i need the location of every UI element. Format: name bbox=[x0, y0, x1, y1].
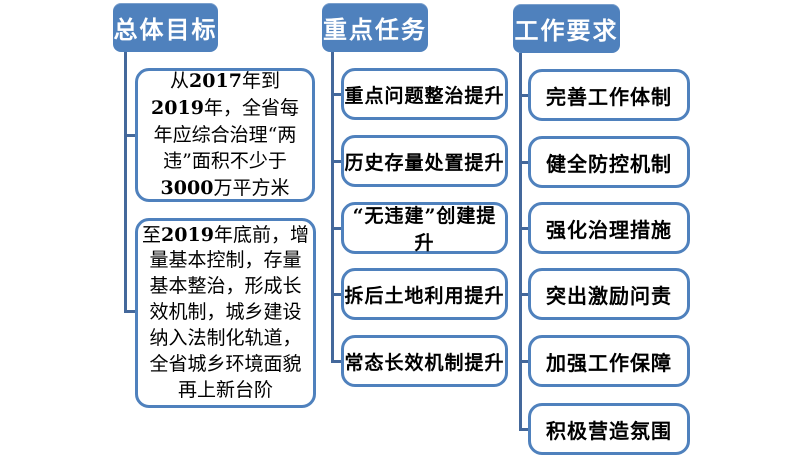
requirement-box-1: 完善工作体制 bbox=[528, 69, 690, 121]
requirement-box-6: 积极营造氛围 bbox=[528, 403, 690, 455]
requirement-box-3: 强化治理措施 bbox=[528, 202, 690, 254]
goal-box-2: 至2019年底前，增量基本控制，存量基本整治，形成长效机制，城乡建设纳入法制化轨… bbox=[135, 218, 316, 408]
connector-stub bbox=[124, 134, 138, 137]
connector-stub bbox=[331, 360, 344, 363]
connector-vline-col2 bbox=[331, 52, 334, 363]
task-text-2: 历史存量处置提升 bbox=[344, 151, 505, 174]
connector-stub bbox=[331, 293, 344, 296]
header-overall-goals: 总体目标 bbox=[113, 3, 218, 52]
requirement-text-5: 加强工作保障 bbox=[546, 350, 672, 375]
task-text-5: 常态长效机制提升 bbox=[344, 351, 505, 374]
connector-stub bbox=[519, 227, 531, 230]
connector-stub bbox=[519, 293, 531, 296]
goal-text-1: 从2017年到2019年，全省每年应综合治理“两违”面积不少于3000万平方米 bbox=[151, 69, 299, 200]
goal-box-1: 从2017年到2019年，全省每年应综合治理“两违”面积不少于3000万平方米 bbox=[135, 68, 315, 202]
requirement-box-4: 突出激励问责 bbox=[528, 268, 690, 320]
task-box-1: 重点问题整治提升 bbox=[341, 68, 508, 120]
header-work-requirements: 工作要求 bbox=[513, 4, 620, 53]
requirement-text-2: 健全防控机制 bbox=[546, 151, 672, 176]
goal-text-2: 至2019年底前，增量基本控制，存量基本整治，形成长效机制，城乡建设纳入法制化轨… bbox=[142, 223, 309, 401]
task-text-3: “无违建”创建提升 bbox=[352, 205, 497, 254]
task-text-4: 拆后土地利用提升 bbox=[344, 284, 505, 307]
connector-stub bbox=[519, 360, 531, 363]
requirement-text-6: 积极营造氛围 bbox=[546, 418, 672, 443]
requirement-text-3: 强化治理措施 bbox=[546, 217, 672, 242]
header-key-tasks: 重点任务 bbox=[322, 3, 428, 52]
task-text-1: 重点问题整治提升 bbox=[344, 84, 505, 107]
connector-stub bbox=[519, 428, 531, 431]
connector-stub bbox=[124, 310, 138, 313]
connector-stub bbox=[519, 161, 531, 164]
requirement-text-1: 完善工作体制 bbox=[546, 84, 672, 109]
requirement-box-5: 加强工作保障 bbox=[528, 335, 690, 387]
task-box-5: 常态长效机制提升 bbox=[341, 335, 508, 387]
connector-stub bbox=[519, 94, 531, 97]
task-box-4: 拆后土地利用提升 bbox=[341, 268, 508, 320]
connector-stub bbox=[331, 160, 344, 163]
requirement-text-4: 突出激励问责 bbox=[546, 283, 672, 308]
connector-stub bbox=[331, 227, 344, 230]
task-box-2: 历史存量处置提升 bbox=[341, 135, 508, 187]
connector-vline-col1 bbox=[124, 52, 127, 313]
requirement-box-2: 健全防控机制 bbox=[528, 136, 690, 188]
connector-stub bbox=[331, 93, 344, 96]
connector-vline-col3 bbox=[519, 53, 522, 431]
task-box-3: “无违建”创建提升 bbox=[341, 202, 508, 254]
